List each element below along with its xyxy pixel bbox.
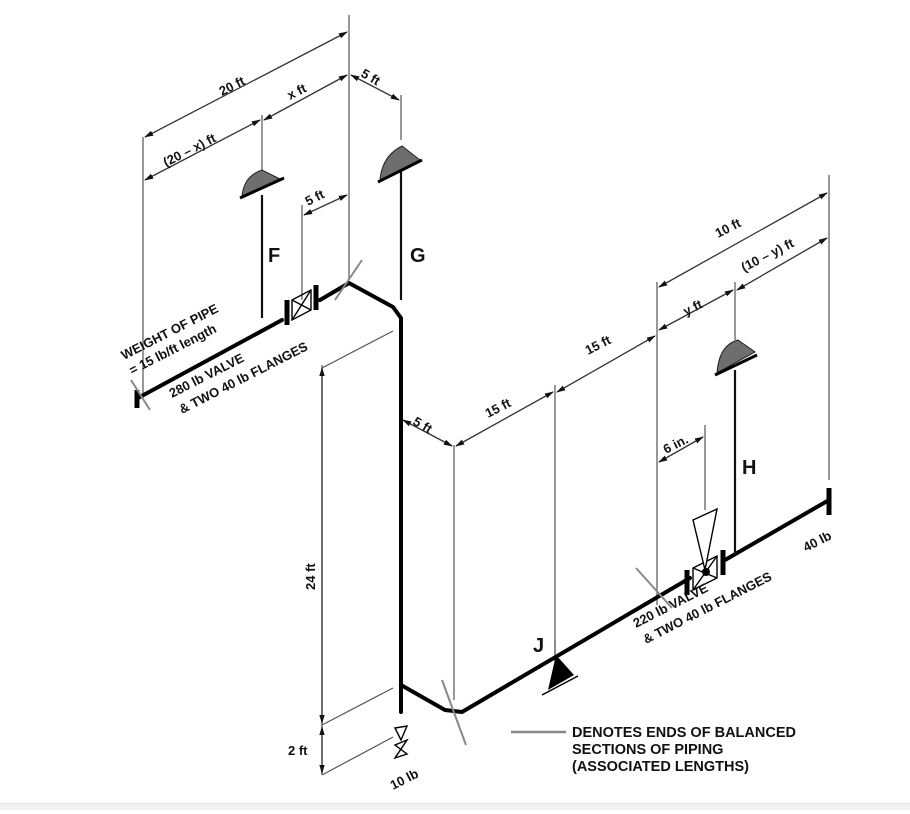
annotations: WEIGHT OF PIPE = 15 lb/ft length 280 lb … bbox=[119, 301, 834, 793]
drain-valve bbox=[393, 725, 409, 760]
dim-20-minus-x: (20 – x) ft bbox=[161, 130, 219, 170]
dimension-labels: 20 ft (20 – x) ft x ft 5 ft 5 ft 24 ft 2… bbox=[161, 66, 797, 758]
dim-y: y ft bbox=[681, 296, 706, 319]
dim-top-5ft: 5 ft bbox=[359, 66, 384, 89]
label-H: H bbox=[742, 457, 756, 479]
support-labels: F G H J bbox=[268, 245, 756, 657]
dim-10-minus-y: (10 – y) ft bbox=[739, 235, 797, 275]
hanger-H bbox=[714, 339, 758, 555]
legend-line1: DENOTES ENDS OF BALANCED bbox=[572, 725, 796, 741]
legend: DENOTES ENDS OF BALANCED SECTIONS OF PIP… bbox=[511, 725, 796, 775]
dim-lower-5ft: 5 ft bbox=[411, 414, 436, 437]
lower-valve bbox=[684, 507, 726, 595]
label-G: G bbox=[410, 245, 426, 267]
dim-24ft: 24 ft bbox=[303, 563, 318, 590]
dim-x: x ft bbox=[285, 80, 310, 103]
label-J: J bbox=[533, 635, 544, 657]
support-J bbox=[541, 640, 579, 696]
hanger-F bbox=[239, 169, 285, 318]
extension-lines bbox=[142, 15, 830, 776]
end-flange-weight: 40 lb bbox=[801, 528, 834, 555]
dim-2ft: 2 ft bbox=[288, 743, 308, 758]
legend-line2: SECTIONS OF PIPING bbox=[572, 742, 723, 758]
dimension-lines bbox=[144, 31, 828, 774]
dim-20ft: 20 ft bbox=[217, 73, 248, 99]
upper-valve bbox=[284, 285, 319, 325]
bottom-edge bbox=[0, 803, 910, 810]
dim-15ft-b: 15 ft bbox=[583, 332, 614, 358]
dim-10ft: 10 ft bbox=[713, 215, 744, 241]
drain-valve-weight: 10 lb bbox=[388, 766, 421, 793]
label-F: F bbox=[268, 245, 280, 267]
hanger-G bbox=[377, 145, 423, 300]
legend-line3: (ASSOCIATED LENGTHS) bbox=[572, 759, 749, 775]
